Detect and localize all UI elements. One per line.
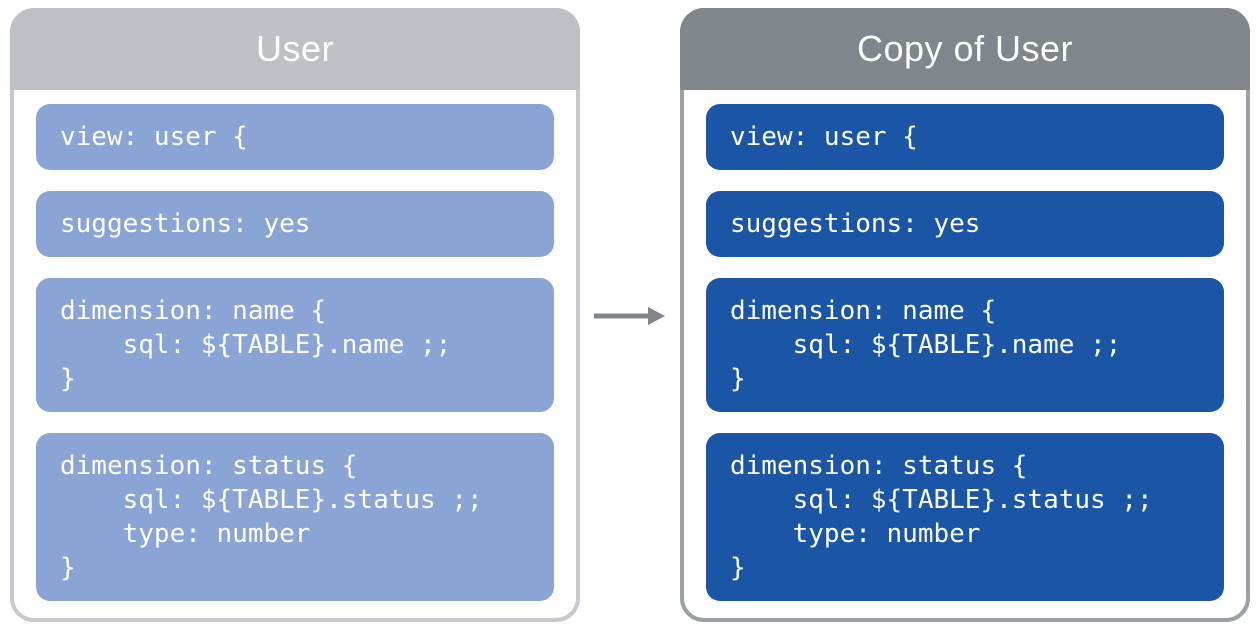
panel-copy-of-user: Copy of User view: user { suggestions: y… bbox=[680, 8, 1250, 622]
code-line: dimension: status { bbox=[730, 451, 1028, 481]
panel-copy-of-user-header: Copy of User bbox=[680, 8, 1250, 90]
panel-user-title: User bbox=[255, 28, 334, 69]
panel-copy-of-user-title: Copy of User bbox=[856, 28, 1074, 69]
code-block-dimension-name: dimension: name { sql: ${TABLE}.name ;; … bbox=[36, 278, 554, 412]
code-line: } bbox=[60, 364, 76, 394]
code-line: suggestions: yes bbox=[730, 209, 981, 239]
code-line: view: user { bbox=[730, 122, 918, 152]
code-line: dimension: name { bbox=[60, 296, 327, 326]
right-arrow-icon bbox=[594, 307, 665, 325]
code-block-dimension-name: dimension: name { sql: ${TABLE}.name ;; … bbox=[706, 278, 1224, 412]
panel-user-body: view: user { suggestions: yes dimension:… bbox=[14, 90, 576, 601]
code-line: dimension: status { bbox=[60, 451, 358, 481]
code-line: view: user { bbox=[60, 122, 248, 152]
code-line: dimension: name { bbox=[730, 296, 997, 326]
code-block-view: view: user { bbox=[706, 104, 1224, 170]
code-line: sql: ${TABLE}.status ;; bbox=[60, 485, 483, 515]
code-line: } bbox=[730, 364, 746, 394]
code-block-suggestions: suggestions: yes bbox=[706, 191, 1224, 257]
code-line: sql: ${TABLE}.name ;; bbox=[730, 330, 1122, 360]
panel-user-header: User bbox=[10, 8, 580, 90]
code-line: sql: ${TABLE}.name ;; bbox=[60, 330, 452, 360]
code-line: } bbox=[730, 553, 746, 583]
code-line: type: number bbox=[60, 519, 311, 549]
code-block-dimension-status: dimension: status { sql: ${TABLE}.status… bbox=[706, 433, 1224, 601]
code-block-view: view: user { bbox=[36, 104, 554, 170]
panel-user: User view: user { suggestions: yes dimen… bbox=[10, 8, 580, 622]
code-line: type: number bbox=[730, 519, 981, 549]
panel-copy-of-user-body: view: user { suggestions: yes dimension:… bbox=[684, 90, 1246, 601]
code-line: } bbox=[60, 553, 76, 583]
code-block-dimension-status: dimension: status { sql: ${TABLE}.status… bbox=[36, 433, 554, 601]
code-line: sql: ${TABLE}.status ;; bbox=[730, 485, 1153, 515]
code-line: suggestions: yes bbox=[60, 209, 311, 239]
code-block-suggestions: suggestions: yes bbox=[36, 191, 554, 257]
